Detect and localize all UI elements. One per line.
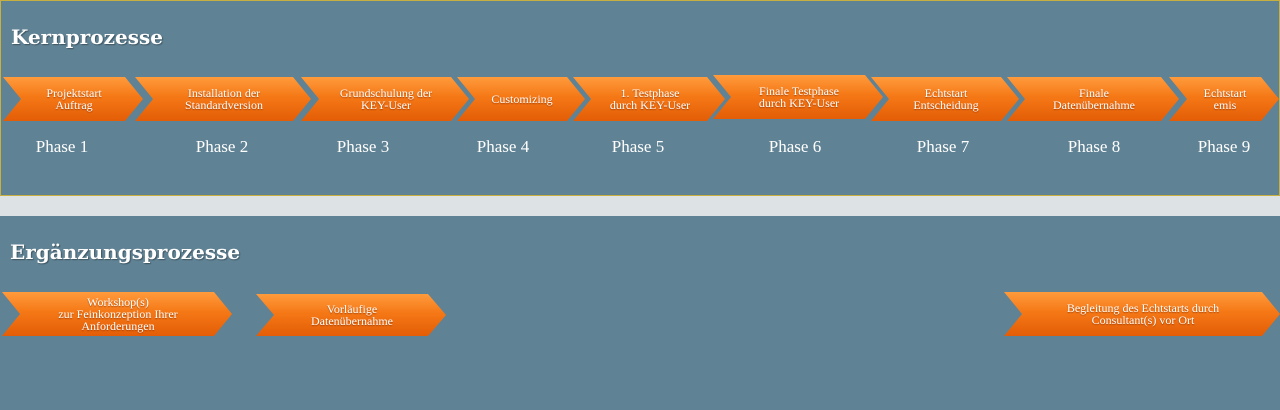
core-step-6-label: Finale Testphase durch KEY-User bbox=[758, 84, 840, 110]
core-step-9-chevron: Echtstart emis bbox=[1169, 77, 1279, 121]
core-step-5-label: 1. Testphase durch KEY-User bbox=[609, 86, 691, 112]
supplementary-processes-title: Ergänzungsprozesse bbox=[10, 240, 241, 264]
phase-label-8: Phase 8 bbox=[1067, 137, 1121, 156]
phase-label-6: Phase 6 bbox=[768, 137, 822, 156]
core-step-6-chevron: Finale Testphase durch KEY-User bbox=[713, 75, 883, 119]
supplementary-step-2-label: Vorläufige Datenübernahme bbox=[311, 302, 393, 328]
core-step-9-label: Echtstart emis bbox=[1203, 86, 1247, 112]
core-step-7-chevron: Echtstart Entscheidung bbox=[871, 77, 1019, 121]
core-step-4-chevron: Customizing bbox=[457, 77, 585, 121]
supplementary-step-2-chevron: Vorläufige Datenübernahme bbox=[256, 294, 446, 336]
core-step-8-chevron: Finale Datenübernahme bbox=[1007, 77, 1179, 121]
phase-label-9: Phase 9 bbox=[1197, 137, 1251, 156]
core-step-3-chevron: Grundschulung der KEY-User bbox=[301, 77, 469, 121]
core-step-2-label: Installation der Standardversion bbox=[185, 86, 263, 112]
core-step-1-chevron: Projektstart Auftrag bbox=[3, 77, 143, 121]
phase-label-2: Phase 2 bbox=[195, 137, 249, 156]
section-separator bbox=[0, 196, 1280, 216]
supplementary-step-1-label: Workshop(s) zur Feinkonzeption Ihrer Anf… bbox=[58, 295, 178, 333]
core-processes-panel: Kernprozesse Projektstart Auftrag Instal… bbox=[0, 0, 1280, 196]
supplementary-step-1-chevron: Workshop(s) zur Feinkonzeption Ihrer Anf… bbox=[2, 292, 232, 336]
core-step-4-label: Customizing bbox=[491, 92, 553, 106]
core-step-7-label: Echtstart Entscheidung bbox=[913, 86, 979, 112]
core-step-8-label: Finale Datenübernahme bbox=[1053, 86, 1135, 112]
phase-label-4: Phase 4 bbox=[476, 137, 530, 156]
core-processes-title: Kernprozesse bbox=[11, 25, 163, 49]
supplementary-step-3-label: Begleitung des Echtstarts durch Consulta… bbox=[1066, 301, 1220, 327]
phase-label-5: Phase 5 bbox=[611, 137, 665, 156]
supplementary-step-3-chevron: Begleitung des Echtstarts durch Consulta… bbox=[1004, 292, 1280, 336]
core-step-5-chevron: 1. Testphase durch KEY-User bbox=[573, 77, 725, 121]
core-step-2-chevron: Installation der Standardversion bbox=[135, 77, 311, 121]
phase-label-3: Phase 3 bbox=[336, 137, 390, 156]
supplementary-processes-panel: Ergänzungsprozesse Workshop(s) zur Feink… bbox=[0, 216, 1280, 410]
core-step-3-label: Grundschulung der KEY-User bbox=[339, 86, 433, 112]
core-step-1-label: Projektstart Auftrag bbox=[46, 86, 102, 112]
phase-label-7: Phase 7 bbox=[916, 137, 970, 156]
phase-label-1: Phase 1 bbox=[35, 137, 89, 156]
